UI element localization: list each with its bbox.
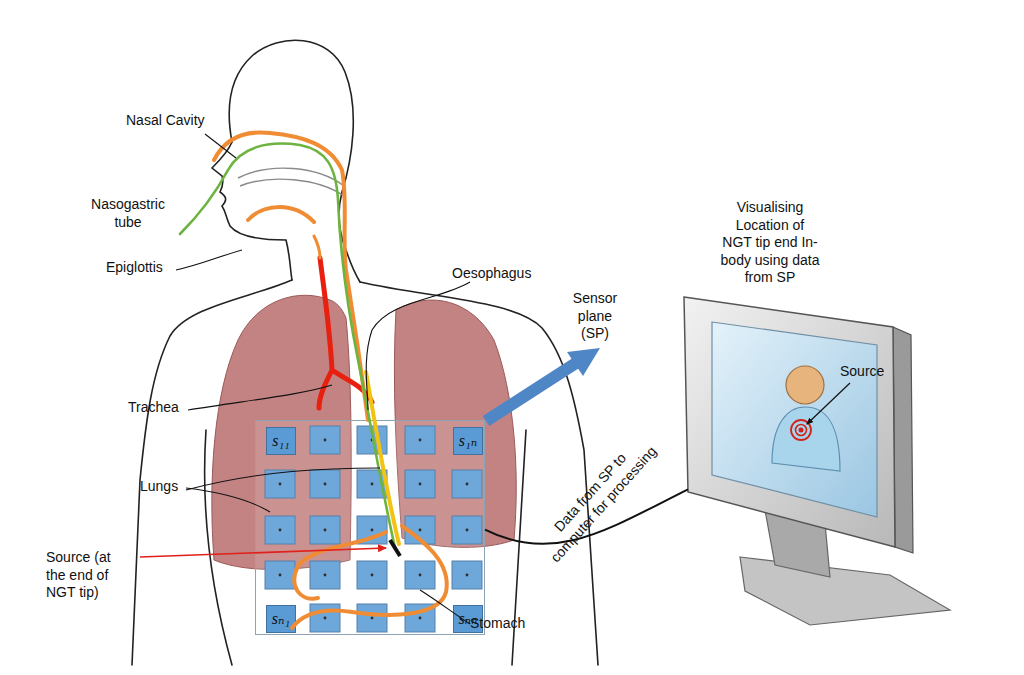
leader-line: [176, 250, 242, 270]
avatar-body: [772, 407, 840, 471]
part-label: Oesophagus: [452, 265, 552, 283]
part-label: Stomach: [470, 615, 550, 633]
monitor-bezel: [684, 297, 895, 547]
leader-line: [188, 385, 332, 410]
palate-line: [240, 179, 344, 196]
part-label: Epiglottis: [106, 259, 196, 277]
edge-label: Data from SP to computer for processing: [531, 429, 663, 570]
sensor-label: sₙ₁: [267, 606, 295, 632]
sensor-plane: Sensor plane (SP)s₁₁s₁ₙsₙ₁sₙₙ: [255, 420, 485, 635]
body-outline: [132, 40, 598, 665]
leader-line: [366, 282, 470, 410]
avatar-head: [786, 366, 824, 404]
face-outline: [212, 142, 292, 280]
throat-front: [314, 236, 320, 258]
trachea: [319, 258, 372, 408]
sensor-label: s₁ₙ: [454, 428, 482, 454]
sensor-tile: s₁₁: [266, 427, 296, 455]
monitor-heading: Visualising Location of NGT tip end In-b…: [720, 199, 820, 287]
part-label: Nasal Cavity: [126, 112, 236, 130]
monitor-side: [893, 327, 913, 553]
sensor-plane-label: Sensor plane (SP): [562, 290, 628, 343]
left-arm-line: [205, 430, 232, 665]
palate-line: [238, 168, 344, 186]
monitor: Visualising Location of NGT tip end In-b…: [680, 295, 955, 630]
sensor-plane-arrowhead: [567, 348, 600, 376]
sensor-tile: sₙ₁: [266, 605, 296, 633]
mouth-floor: [248, 207, 314, 222]
leader-line: [205, 134, 236, 158]
palate-lines: [238, 168, 344, 196]
callout-arrow: [807, 383, 850, 424]
sensor-label: s₁₁: [267, 428, 295, 454]
target-ring: [796, 425, 807, 436]
part-label: Lungs: [140, 478, 200, 496]
monitor-base: [740, 557, 950, 625]
pharynx-wall: [214, 132, 368, 420]
head-outline: [229, 40, 360, 282]
sensor-tile: s₁ₙ: [453, 427, 483, 455]
monitor-shape: [680, 295, 955, 630]
part-label: Trachea: [128, 399, 208, 417]
callout-label: Source: [840, 363, 896, 381]
part-label: Nasogastric tube: [88, 196, 168, 231]
sensor-plane-arrow: [486, 363, 576, 421]
monitor-screen: [712, 322, 877, 517]
source-label: Source (at the end of NGT tip): [46, 549, 116, 602]
target-dot: [799, 428, 804, 433]
